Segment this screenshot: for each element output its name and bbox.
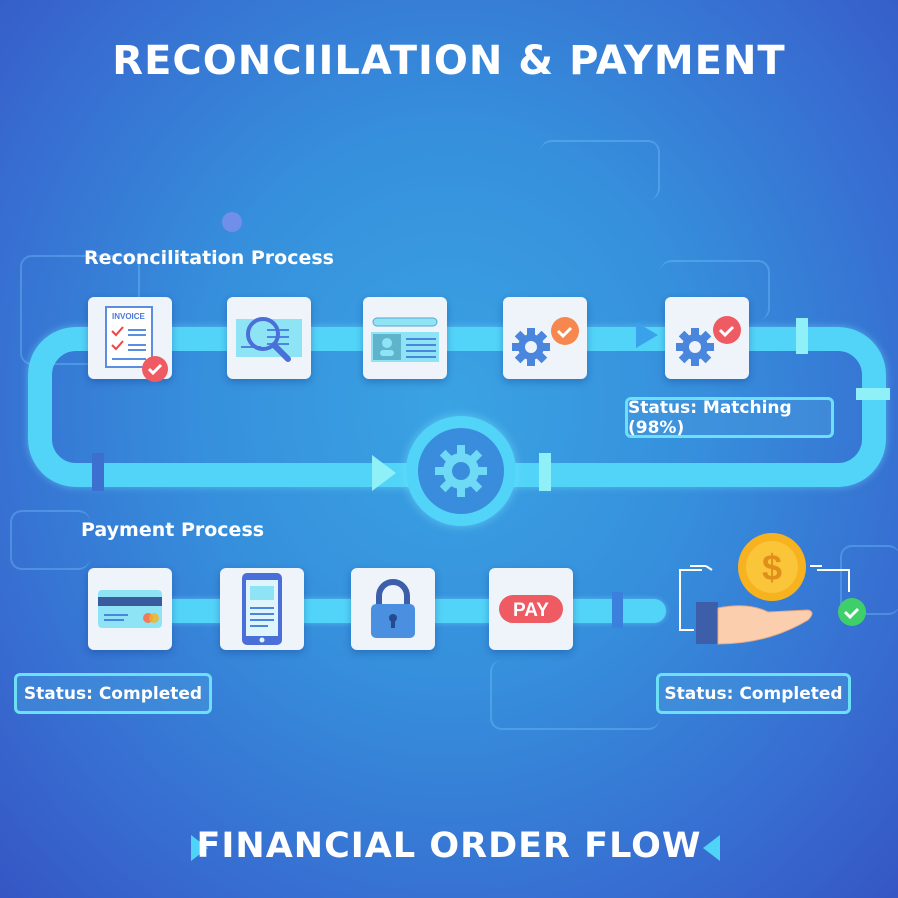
hand-coin-icon: $ <box>679 533 866 645</box>
svg-text:PAY: PAY <box>513 600 549 621</box>
circuit-line <box>10 510 90 570</box>
decor-dot <box>222 212 242 232</box>
step-processing[interactable] <box>503 297 587 379</box>
payment-received-illustration: $ <box>672 530 872 655</box>
credit-card-icon <box>98 590 162 628</box>
pipe-joint <box>612 592 623 628</box>
footer-title: FINANCIAL ORDER FLOW <box>196 826 702 866</box>
circuit-line <box>660 260 770 320</box>
flow-arrow-icon <box>372 455 396 491</box>
gear-check-icon <box>512 317 579 366</box>
step-secure-lock[interactable] <box>351 568 435 650</box>
pipe-joint <box>856 388 890 400</box>
svg-text:INVOICE: INVOICE <box>112 312 146 321</box>
gear-icon <box>435 445 487 497</box>
reconciliation-heading: Reconcilitation Process <box>84 247 334 269</box>
payment-heading: Payment Process <box>81 519 265 541</box>
circuit-line <box>490 660 660 730</box>
magnifier-document-icon <box>236 317 302 362</box>
central-gear-hub <box>406 416 516 526</box>
pipe-joint <box>539 453 551 491</box>
step-review-document[interactable] <box>227 297 311 379</box>
chevron-right-icon <box>191 835 208 861</box>
step-pay[interactable]: PAY <box>489 568 573 650</box>
page-title: RECONCIILATION & PAYMENT <box>112 38 786 84</box>
payment-status-left-badge: Status: Completed <box>14 673 212 714</box>
id-card-icon <box>371 317 439 362</box>
flow-arrow-icon <box>636 322 658 348</box>
step-mobile-payment[interactable] <box>220 568 304 650</box>
padlock-icon <box>371 579 415 638</box>
circuit-line <box>540 140 660 200</box>
mobile-phone-icon <box>242 573 282 645</box>
step-id-verification[interactable] <box>363 297 447 379</box>
svg-text:$: $ <box>762 547 782 588</box>
pipe-joint <box>92 453 104 491</box>
gear-check-icon <box>676 316 741 366</box>
step-matched[interactable] <box>665 297 749 379</box>
pay-button-icon: PAY <box>499 595 563 623</box>
reconciliation-status-badge: Status: Matching (98%) <box>625 397 834 438</box>
step-invoice[interactable]: INVOICE <box>88 297 172 382</box>
chevron-left-icon <box>703 835 720 861</box>
payment-status-right-badge: Status: Completed <box>656 673 851 714</box>
step-card-payment[interactable] <box>88 568 172 650</box>
pipe-joint <box>796 318 808 354</box>
circuit-line <box>840 545 898 615</box>
invoice-icon: INVOICE <box>105 306 168 382</box>
